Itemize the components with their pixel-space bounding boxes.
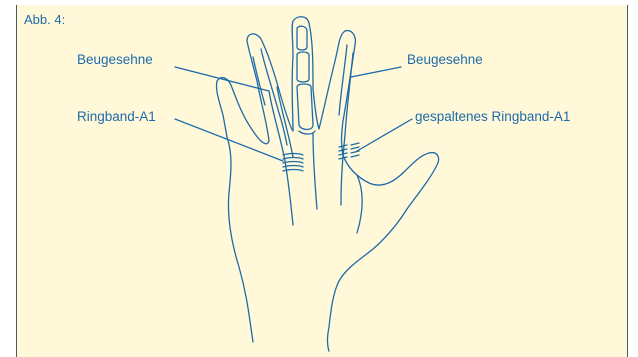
middle-finger-phalanx-2 <box>297 52 309 82</box>
hand-outline <box>216 17 438 351</box>
label-ring-band: Ringband-A1 <box>77 109 156 124</box>
label-flexor-tendon-right: Beugesehne <box>407 52 483 67</box>
middle-finger-phalanx-3 <box>297 84 313 130</box>
leader-beugesehne-right <box>351 67 401 77</box>
label-flexor-tendon-left: Beugesehne <box>77 52 153 67</box>
middle-finger-phalanx-1 <box>297 26 307 50</box>
index-finger-inner <box>261 49 287 145</box>
label-split-ring-band: gespaltenes Ringband-A1 <box>415 109 570 124</box>
tendon-middle <box>313 133 317 209</box>
index-finger-inner-2 <box>253 57 265 105</box>
palm-line <box>357 175 362 233</box>
leader-ringband-right <box>357 119 412 151</box>
figure-panel: Abb. 4: <box>16 5 628 357</box>
tendon-left-2 <box>277 87 293 157</box>
